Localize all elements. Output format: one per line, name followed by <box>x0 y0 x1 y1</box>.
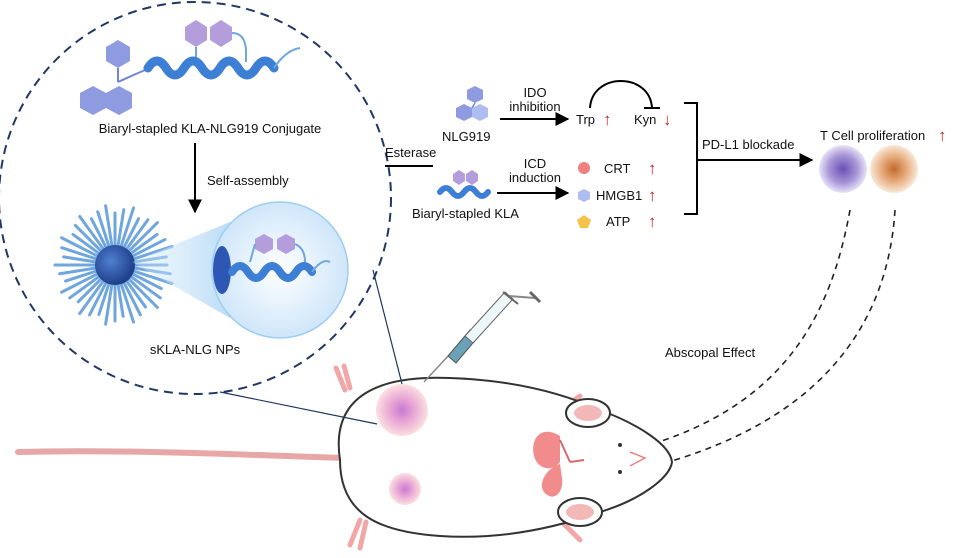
hmgb1-hexagon-icon <box>578 189 590 202</box>
nanoparticle-spike <box>76 277 103 304</box>
nanoparticle-spike <box>132 269 174 286</box>
abscopal-arrow-lung <box>605 209 851 459</box>
nanoparticle-spike <box>89 217 108 249</box>
nanoparticle-spike <box>129 275 162 300</box>
nanoparticle-spike <box>116 208 126 247</box>
nanoparticle-spike <box>62 255 97 264</box>
nanoparticle-spike <box>131 272 163 291</box>
nanoparticle-spike <box>119 206 136 248</box>
nanoparticle-spike <box>68 275 101 300</box>
nanoparticle-spike <box>60 272 99 294</box>
nanoparticle-spike <box>60 246 98 261</box>
kyn-label: Kyn <box>634 112 656 127</box>
biaryl-kla-label: Biaryl-stapled KLA <box>412 206 519 221</box>
crt-up-arrow: ↑ <box>648 159 657 178</box>
nanoparticle-spike <box>122 217 141 249</box>
nanoparticle-panel-circle <box>0 1 392 395</box>
lung-icon <box>533 431 585 497</box>
nanoparticle-spike <box>88 281 108 317</box>
pdl1-label: PD-L1 blockade <box>702 137 795 152</box>
tcell-label: T Cell proliferation <box>820 128 925 143</box>
zoom-cone <box>132 222 230 318</box>
mouse-illustration <box>15 363 674 551</box>
nanoparticle-spike <box>125 218 150 251</box>
abscopal-arrow-tumor <box>424 209 896 498</box>
nps-label: sKLA-NLG NPs <box>150 342 241 357</box>
ido-label-line1: IDO <box>523 85 546 100</box>
hmgb1-up-arrow: ↑ <box>648 186 657 205</box>
nanoparticle-icon <box>53 204 174 326</box>
abscopal-label: Abscopal Effect <box>665 345 755 360</box>
hmgb1-label: HMGB1 <box>596 188 642 203</box>
nanoparticle-spike <box>127 221 159 253</box>
atp-pentagon-icon <box>577 215 591 228</box>
trp-up-arrow: ↑ <box>603 110 612 129</box>
nanoparticle-spike <box>131 238 167 258</box>
conjugate-label: Biaryl-stapled KLA-NLG919 Conjugate <box>99 121 322 136</box>
nanoparticle-spike <box>104 283 114 326</box>
primary-tumor-icon <box>376 384 428 436</box>
nanoparticle-spike <box>58 266 97 276</box>
mouse-tail <box>15 448 348 461</box>
merge-bracket <box>684 102 698 215</box>
esterase-label: Esterase <box>385 145 436 160</box>
icd-label-line2: induction <box>509 170 561 185</box>
nanoparticle-spike <box>78 214 105 251</box>
nanoparticle-spike <box>96 210 111 248</box>
panel-connector-line-1 <box>372 269 403 385</box>
nanoparticle-spike <box>78 279 105 316</box>
nanoparticle-spike <box>97 282 111 316</box>
conjugate-molecule-icon <box>80 20 301 115</box>
crt-label: CRT <box>604 161 631 176</box>
nanoparticle-spike <box>64 269 98 283</box>
trp-label: Trp <box>576 112 595 127</box>
ido-label-line2: inhibition <box>509 99 560 114</box>
atp-label: ATP <box>606 214 630 229</box>
nanoparticle-spike <box>129 232 159 255</box>
zoom-inset-molecule-icon <box>213 234 331 294</box>
trp-kyn-inhibition-arc <box>589 80 653 109</box>
nlg919-molecule-icon <box>456 86 488 121</box>
nanoparticle-spike <box>125 279 148 309</box>
nanoparticle-spike <box>73 223 103 253</box>
biaryl-kla-molecule-icon <box>437 170 491 199</box>
nanoparticle-spike <box>116 283 125 318</box>
nanoparticle-spike <box>60 236 99 258</box>
distant-tumor-icon <box>389 473 421 505</box>
icd-label-line1: ICD <box>524 156 546 171</box>
nanoparticle-spike <box>122 281 142 317</box>
nanoparticle-spike <box>119 282 136 324</box>
tcell-up-arrow: ↑ <box>938 126 947 145</box>
kyn-down-arrow: ↓ <box>663 110 672 129</box>
self-assembly-label: Self-assembly <box>207 173 289 188</box>
panel-connector-line-2 <box>219 391 378 425</box>
t-cell-orange-icon <box>870 145 918 193</box>
crt-dot-icon <box>578 162 590 174</box>
nanoparticle-spike <box>71 232 101 255</box>
syringe-icon <box>423 290 542 383</box>
nlg919-label: NLG919 <box>442 129 490 144</box>
atp-up-arrow: ↑ <box>648 212 657 231</box>
nanoparticle-spike <box>127 277 159 309</box>
t-cell-purple-icon <box>819 145 867 193</box>
nanoparticle-spike <box>104 204 114 247</box>
